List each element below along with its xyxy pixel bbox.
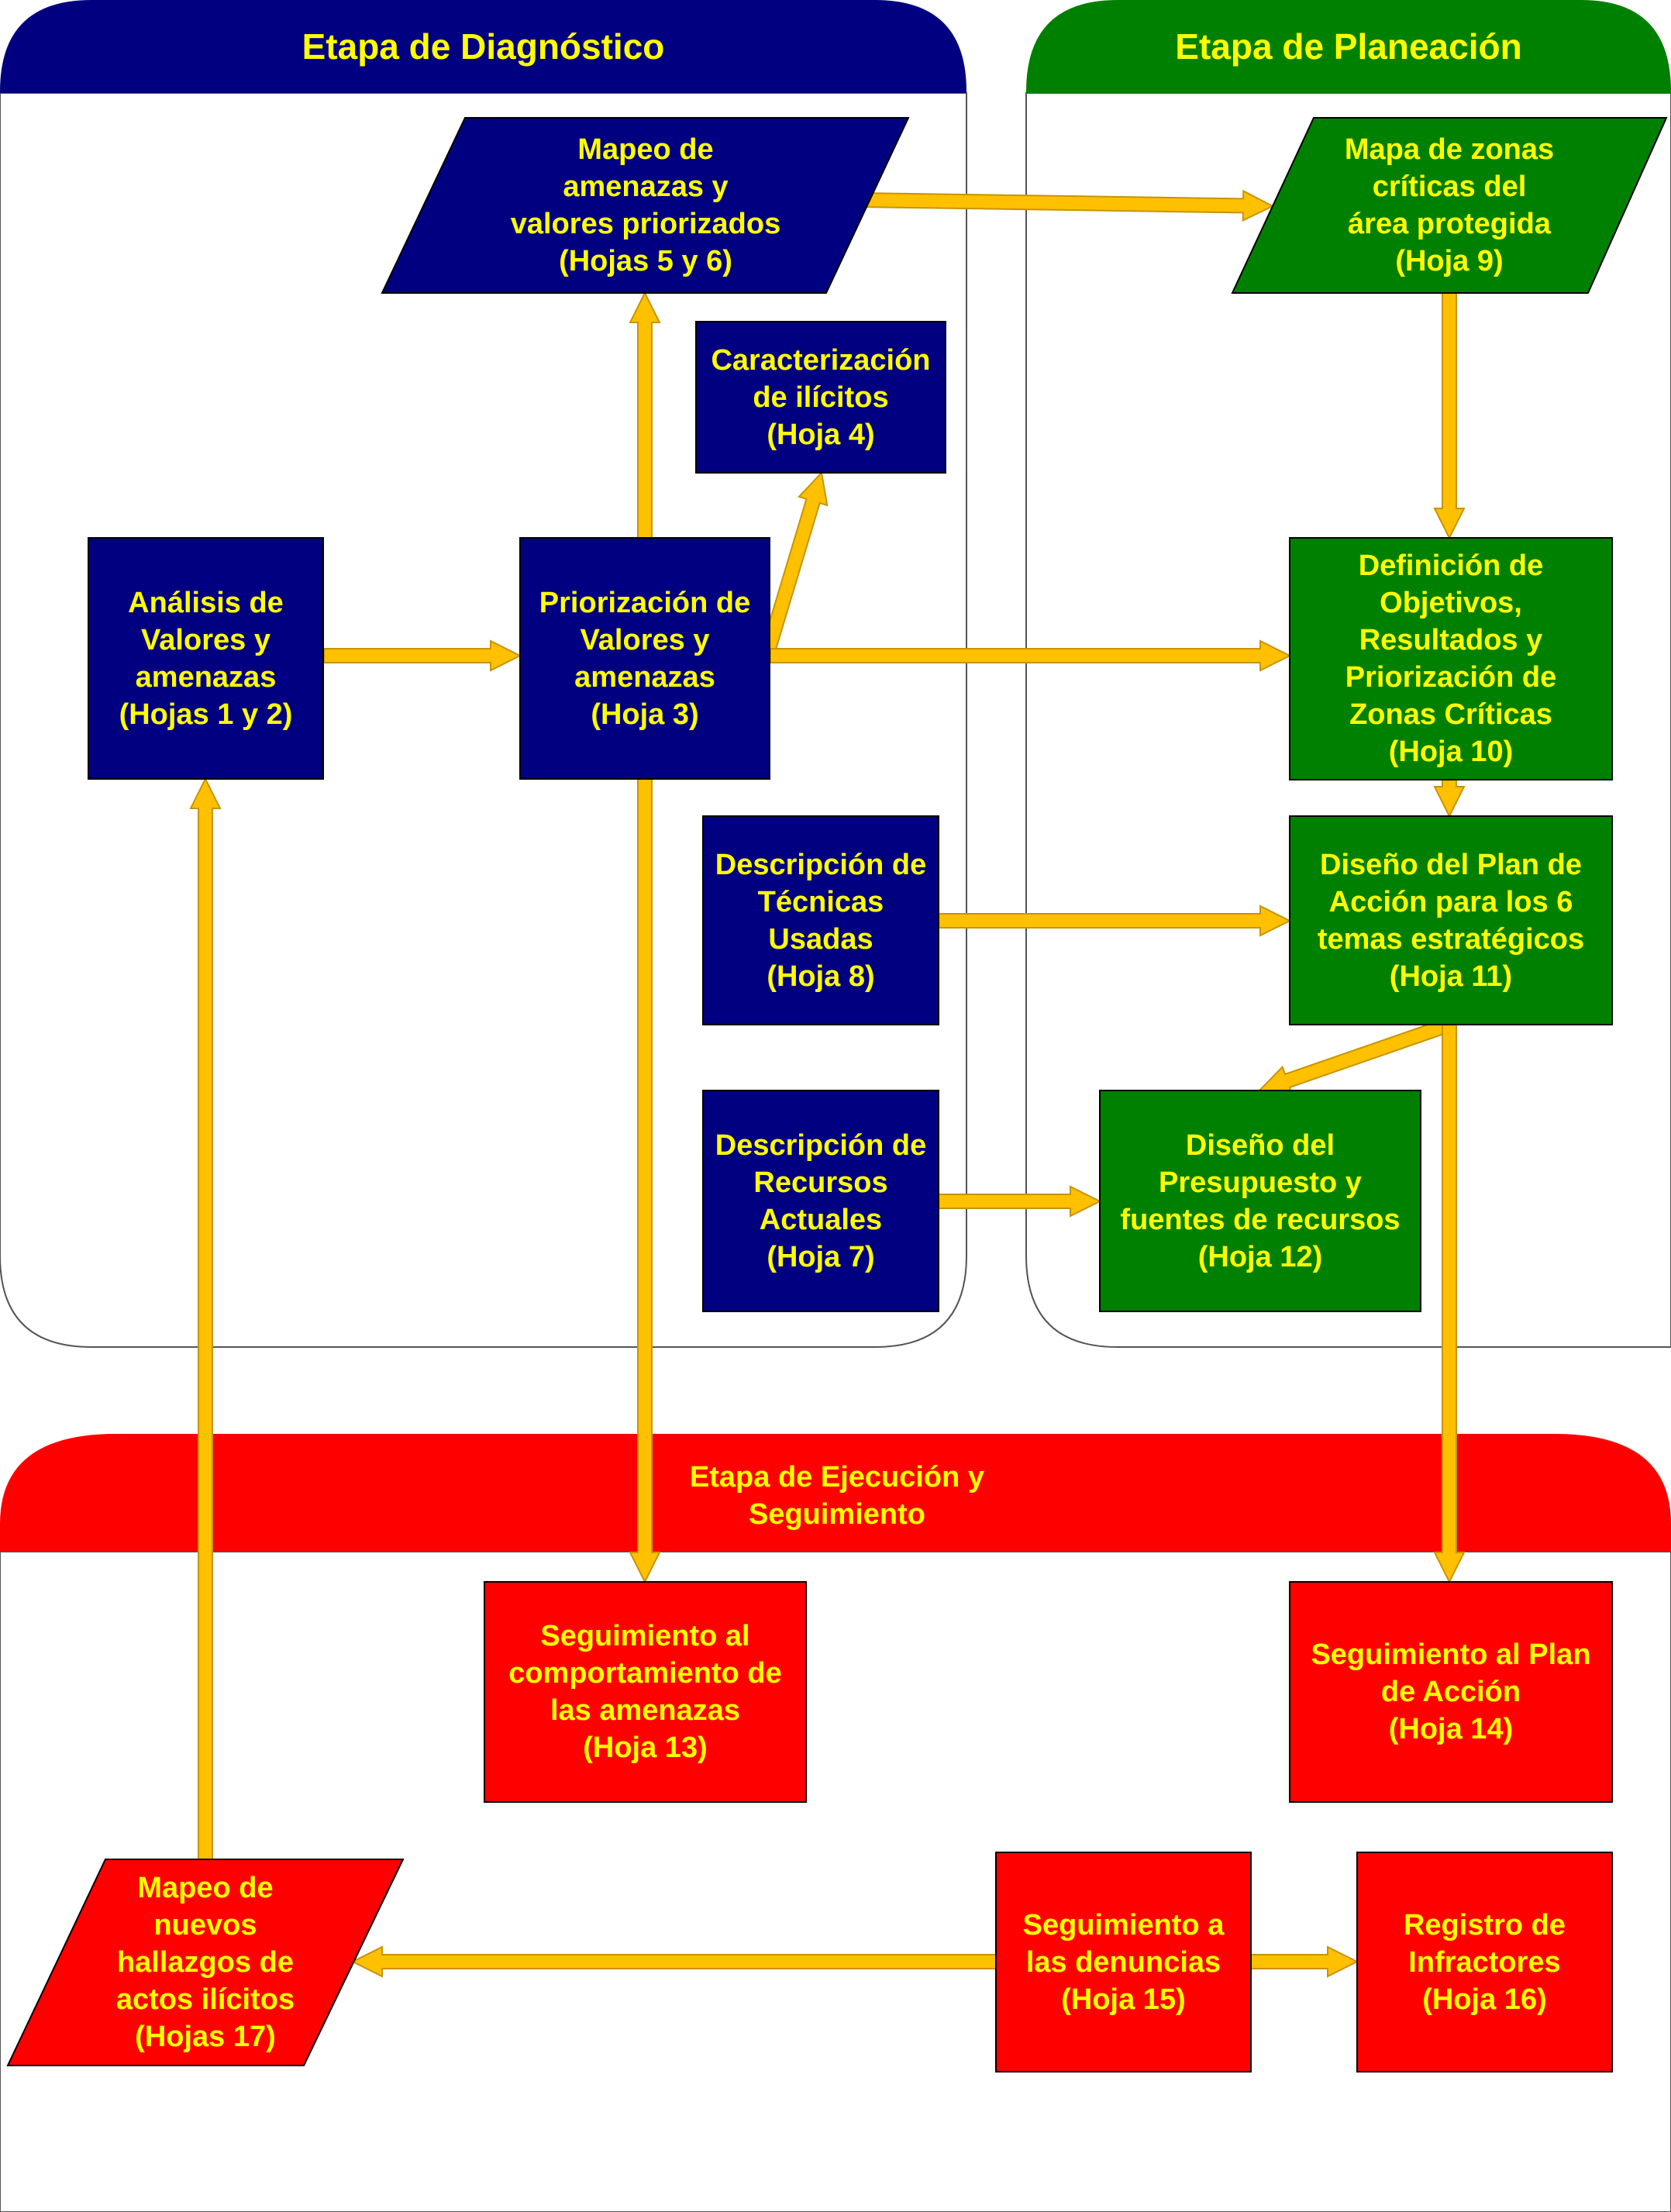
arrow-denuncias-to-registro [1250,1945,1359,1978]
arrow-denuncias-to-nuevos-hallazgos [350,1945,997,1978]
node-analisis-label: Análisis de Valores y amenazas (Hojas 1 … [119,586,293,731]
node-analisis [88,537,324,780]
arrow-plan-accion-to-seg-plan [1433,1024,1466,1584]
node-mapa-zonas-label: Mapa de zonas críticas del área protegid… [1344,133,1555,277]
node-caracterizacion [695,321,946,474]
stage-planning-title: Etapa de Planeación [1175,26,1522,67]
node-registro [1356,1852,1613,2072]
stage-diagnostic-header [0,0,966,93]
node-objetivos [1289,537,1613,780]
arrow-mapeo-to-mapa-zonas [860,189,1275,222]
stage-execution-title: Etapa de Ejecución y Seguimiento [689,1461,985,1531]
stage-diagnostic-title: Etapa de Diagnóstico [301,26,665,67]
node-seg-denuncias [995,1852,1252,2072]
node-plan-accion-label: Diseño del Plan de Acción para los 6 tem… [1317,848,1585,993]
arrow-recursos-to-presupuesto [938,1185,1102,1218]
node-recursos-label: Descripción de Recursos Actuales (Hoja 7… [715,1128,927,1273]
node-presupuesto-label: Diseño del Presupuesto y fuentes de recu… [1120,1128,1401,1273]
node-nuevos-hallazgos-label: Mapeo de nuevos hallazgos de actos ilíci… [115,1872,295,2053]
arrow-analisis-to-priorizacion [323,639,522,672]
node-registro-label: Registro de Infractores (Hoja 16) [1403,1908,1566,2016]
nodes [6,117,1668,2072]
node-tecnicas-label: Descripción de Técnicas Usadas (Hoja 8) [715,848,927,993]
arrow-nuevos-hallazgos-to-analisis [189,777,222,1860]
arrow-tecnicas-to-plan-accion [938,904,1292,937]
stage-execution-header [0,1434,1671,1552]
node-caracterizacion-label: Caracterización de ilícitos (Hoja 4) [711,343,931,451]
node-nuevos-hallazgos [6,1859,405,2066]
node-tecnicas [702,815,939,1025]
node-seg-denuncias-label: Seguimiento a las denuncias (Hoja 15) [1022,1908,1225,2016]
arrow-mapa-zonas-to-objetivos [1433,292,1466,540]
node-mapeo-amenazas [381,117,910,294]
node-objetivos-label: Definición de Objetivos, Resultados y Pr… [1345,550,1557,768]
node-plan-accion [1289,815,1613,1025]
arrow-priorizacion-to-seg-amenazas [629,778,661,1584]
node-recursos [702,1090,939,1312]
node-priorizacion-label: Priorización de Valores y amenazas (Hoja… [539,586,751,731]
stage-execution [0,1434,1671,2212]
arrow-priorizacion-to-mapeo [629,291,661,539]
node-mapa-zonas [1231,117,1668,294]
node-presupuesto [1099,1090,1421,1312]
node-seg-plan-label: Seguimiento al Plan de Acción (Hoja 14) [1311,1638,1591,1745]
stage-planning-header [1026,0,1671,93]
node-mapeo-amenazas-label: Mapeo de amenazas y valores priorizados … [510,133,781,277]
arrow-priorizacion-to-objetivos [770,639,1292,672]
arrow-objetivos-to-plan-accion [1433,779,1466,818]
node-seg-amenazas-label: Seguimiento al comportamiento de las ame… [508,1620,782,1764]
arrows [189,189,1466,1978]
node-seg-amenazas [484,1581,807,1803]
node-priorizacion [519,537,770,780]
node-seg-plan [1289,1581,1613,1803]
